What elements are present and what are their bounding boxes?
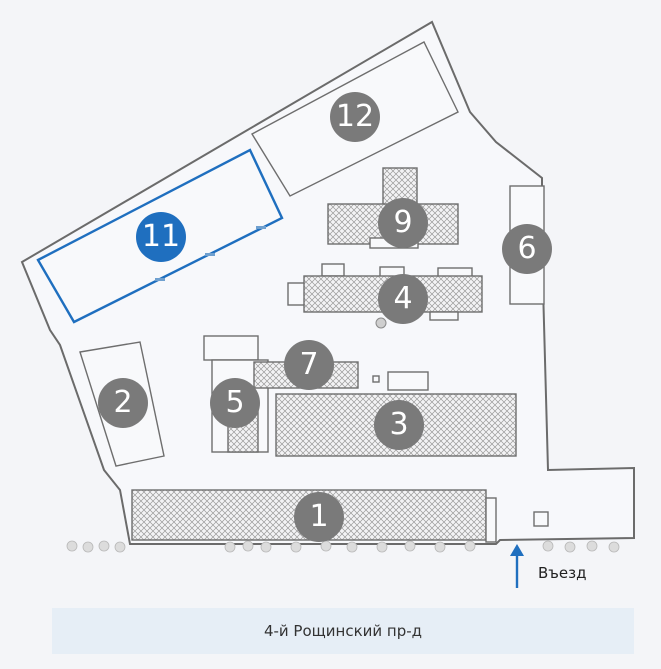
- building-12-marker[interactable]: 12: [330, 92, 380, 142]
- building-9-marker[interactable]: 9: [378, 198, 428, 248]
- entry-label: Въезд: [538, 564, 587, 582]
- small-structure: [387, 371, 429, 391]
- building-6-marker[interactable]: 6: [502, 224, 552, 274]
- building-1-marker[interactable]: 1: [294, 492, 344, 542]
- building-11-marker[interactable]: 11: [136, 212, 186, 262]
- building-7-marker[interactable]: 7: [284, 340, 334, 390]
- building-4-marker[interactable]: 4: [378, 274, 428, 324]
- entry-arrow-icon: [510, 544, 524, 588]
- building-2-marker[interactable]: 2: [98, 378, 148, 428]
- building-11-details: [155, 226, 266, 281]
- building-3-marker[interactable]: 3: [374, 400, 424, 450]
- checkpoint-box: [533, 511, 549, 527]
- street-bar: 4-й Рощинский пр-д: [52, 608, 634, 654]
- building-5-marker[interactable]: 5: [210, 378, 260, 428]
- small-structure: [372, 375, 380, 383]
- street-name: 4-й Рощинский пр-д: [263, 622, 423, 640]
- tree-row: [66, 540, 620, 553]
